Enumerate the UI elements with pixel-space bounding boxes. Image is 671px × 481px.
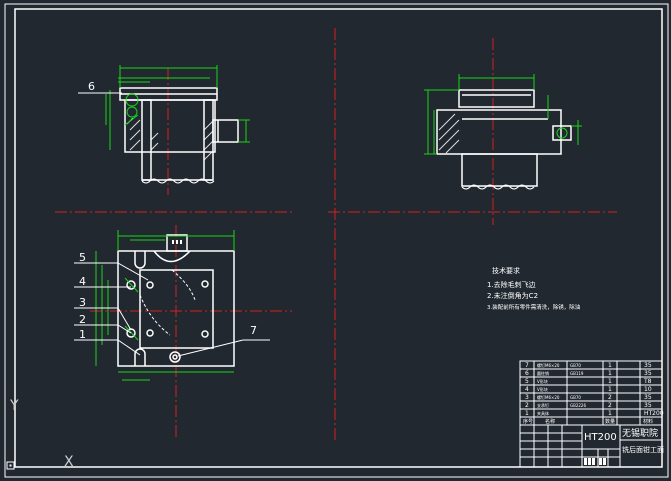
balloon-7-label: 7 [250,324,257,337]
drawing-frame [4,3,669,478]
bom-cell-no: 5 [525,378,529,385]
bom-cell-qty: 2 [608,402,612,409]
balloon-3-label: 3 [79,296,86,309]
tech-note-2: 2.未注倒角为C2 [487,291,538,300]
title-school: 无锡职院 [622,427,658,439]
bom-cell-mat: HT200 [644,410,664,417]
bom-cell-no: 6 [525,370,529,377]
ucs-x-label: X [64,454,74,470]
tech-note-1: 1.去除毛刺飞边 [487,280,536,289]
bom-cell-qty: 1 [608,370,612,377]
balloon-6-label: 6 [88,80,95,93]
bom-cell-mat: T8 [643,378,652,385]
bom-cell-mat: 35 [644,402,652,409]
ucs-icon: Y X [6,398,74,470]
bom-cell-qty: 1 [608,386,612,393]
bom-cell-qty: 1 [608,378,612,385]
balloon-2-label: 2 [79,313,86,326]
technical-requirements: 技术要求 1.去除毛刺飞边 2.未注倒角为C2 3.装配前所有零件需清洗，除锈，… [487,266,581,311]
bom-cell-mat: 35 [644,370,652,377]
bom-cell-name: 螺钉M6×20 [537,362,560,368]
bom-cell-spec: GB70 [570,363,581,368]
bom-cell-no: 2 [525,402,529,409]
bom-cell-qty: 1 [608,362,612,369]
bom-cell-mat: 10 [644,386,652,393]
bom-header-mat: 材料 [643,418,653,425]
bom-cell-no: 4 [525,386,529,393]
bom-cell-spec: GB2226 [570,403,586,408]
bom-cell-name: 支承钉 [537,402,549,408]
bom-cell-mat: 35 [644,394,652,401]
title-material: HT200 [584,432,617,443]
bom-cell-name: V形块 [537,386,548,392]
bom-cell-spec: GB119 [570,371,584,376]
bom-cell-no: 7 [525,362,529,369]
bom-header-name: 名称 [545,418,555,425]
bom-cell-name: 螺钉M6×20 [537,394,560,400]
bom-cell-qty: 2 [608,394,612,401]
bom-cell-name: 夹具体 [537,410,549,416]
title-block[interactable] [519,360,663,468]
bom-cell-name: 圆柱销 [537,370,549,376]
balloon-1-label: 1 [79,328,86,341]
front-view[interactable]: 6 [78,65,250,184]
side-view[interactable] [424,74,582,190]
tech-notes-title: 技术要求 [492,266,520,275]
bom-cell-qty: 1 [608,410,612,417]
bom-header-no: 序号 [523,418,533,425]
ucs-y-label: Y [9,398,19,414]
bom-cell-no: 3 [525,394,529,401]
balloon-4-label: 4 [79,275,86,288]
bom-cell-no: 1 [525,410,529,417]
top-view[interactable]: 5 4 3 2 1 7 [74,230,270,381]
bom-cell-spec: GB70 [570,395,581,400]
title-drawing-name: 铣后面钳工面 [622,445,664,454]
bom-header-qty: 数量 [605,418,615,425]
bom-cell-mat: 35 [644,362,652,369]
balloon-5-label: 5 [79,251,86,264]
tech-note-3: 3.装配前所有零件需清洗，除锈，除油 [487,303,581,311]
bom-cell-name: V形块 [537,378,548,384]
